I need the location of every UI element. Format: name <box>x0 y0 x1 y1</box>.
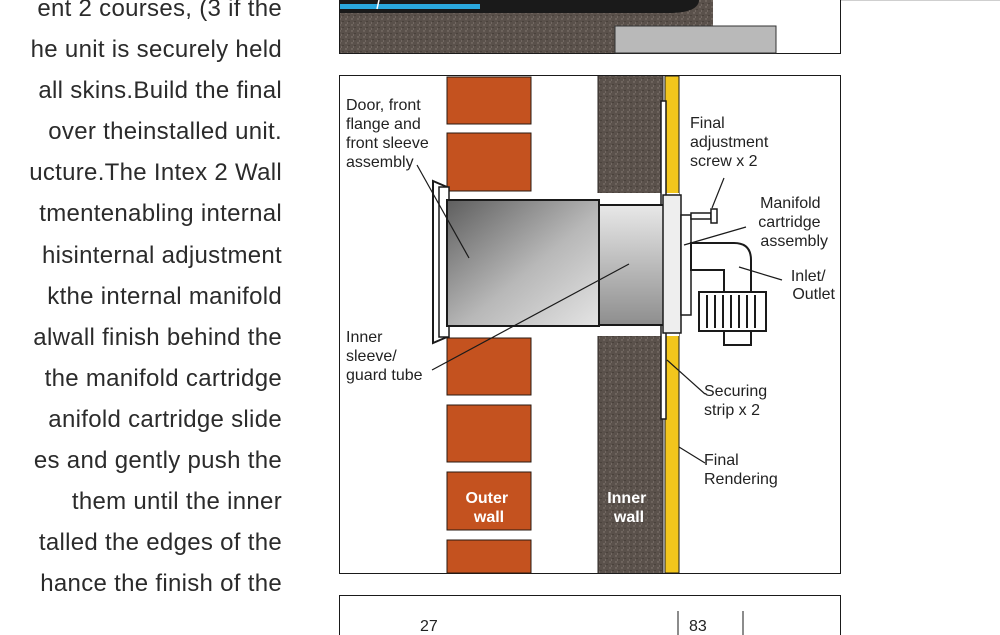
body-text-column: ent 2 courses, (3 if the he unit is secu… <box>0 0 282 604</box>
body-text-line: the manifold cartridge <box>0 358 282 399</box>
body-text-line: hisinternal adjustment <box>0 235 282 276</box>
body-text-line: ent 2 courses, (3 if the <box>0 0 282 29</box>
top-figure-cropped <box>339 0 841 54</box>
body-text-line: hance the finish of the <box>0 563 282 604</box>
page-edge-line <box>840 0 1000 1</box>
body-text-line: alwall finish behind the <box>0 317 282 358</box>
body-text-line: tmentenabling internal <box>0 193 282 234</box>
body-text-line: over theinstalled unit. <box>0 111 282 152</box>
body-text-line: talled the edges of the <box>0 522 282 563</box>
body-text-line: them until the inner <box>0 481 282 522</box>
top-figure-pipe-highlight <box>340 4 480 9</box>
manifold-cartridge <box>663 195 681 333</box>
body-text-line: ucture.The Intex 2 Wall <box>0 152 282 193</box>
label-inlet-outlet: Inlet/ Outlet <box>791 268 836 303</box>
inlet-outlet-connector <box>699 292 766 331</box>
table-cell: 27 <box>420 618 438 635</box>
table-cell: 83 <box>689 618 707 635</box>
top-figure-block <box>615 26 776 53</box>
wall-installation-diagram: Door, front flange and front sleeve asse… <box>339 75 841 574</box>
label-manifold-cartridge: Manifold cartridge assembly <box>758 195 828 250</box>
body-text-line: es and gently push the <box>0 440 282 481</box>
body-text-line: all skins.Build the final <box>0 70 282 111</box>
inner-sleeve-guard-tube <box>599 205 665 325</box>
body-text-line: anifold cartridge slide <box>0 399 282 440</box>
front-sleeve <box>447 200 599 326</box>
body-text-line: kthe internal manifold <box>0 276 282 317</box>
bottom-table-cropped: 27 83 <box>339 595 841 635</box>
body-text-line: he unit is securely held <box>0 29 282 70</box>
adjustment-screw <box>691 213 711 219</box>
